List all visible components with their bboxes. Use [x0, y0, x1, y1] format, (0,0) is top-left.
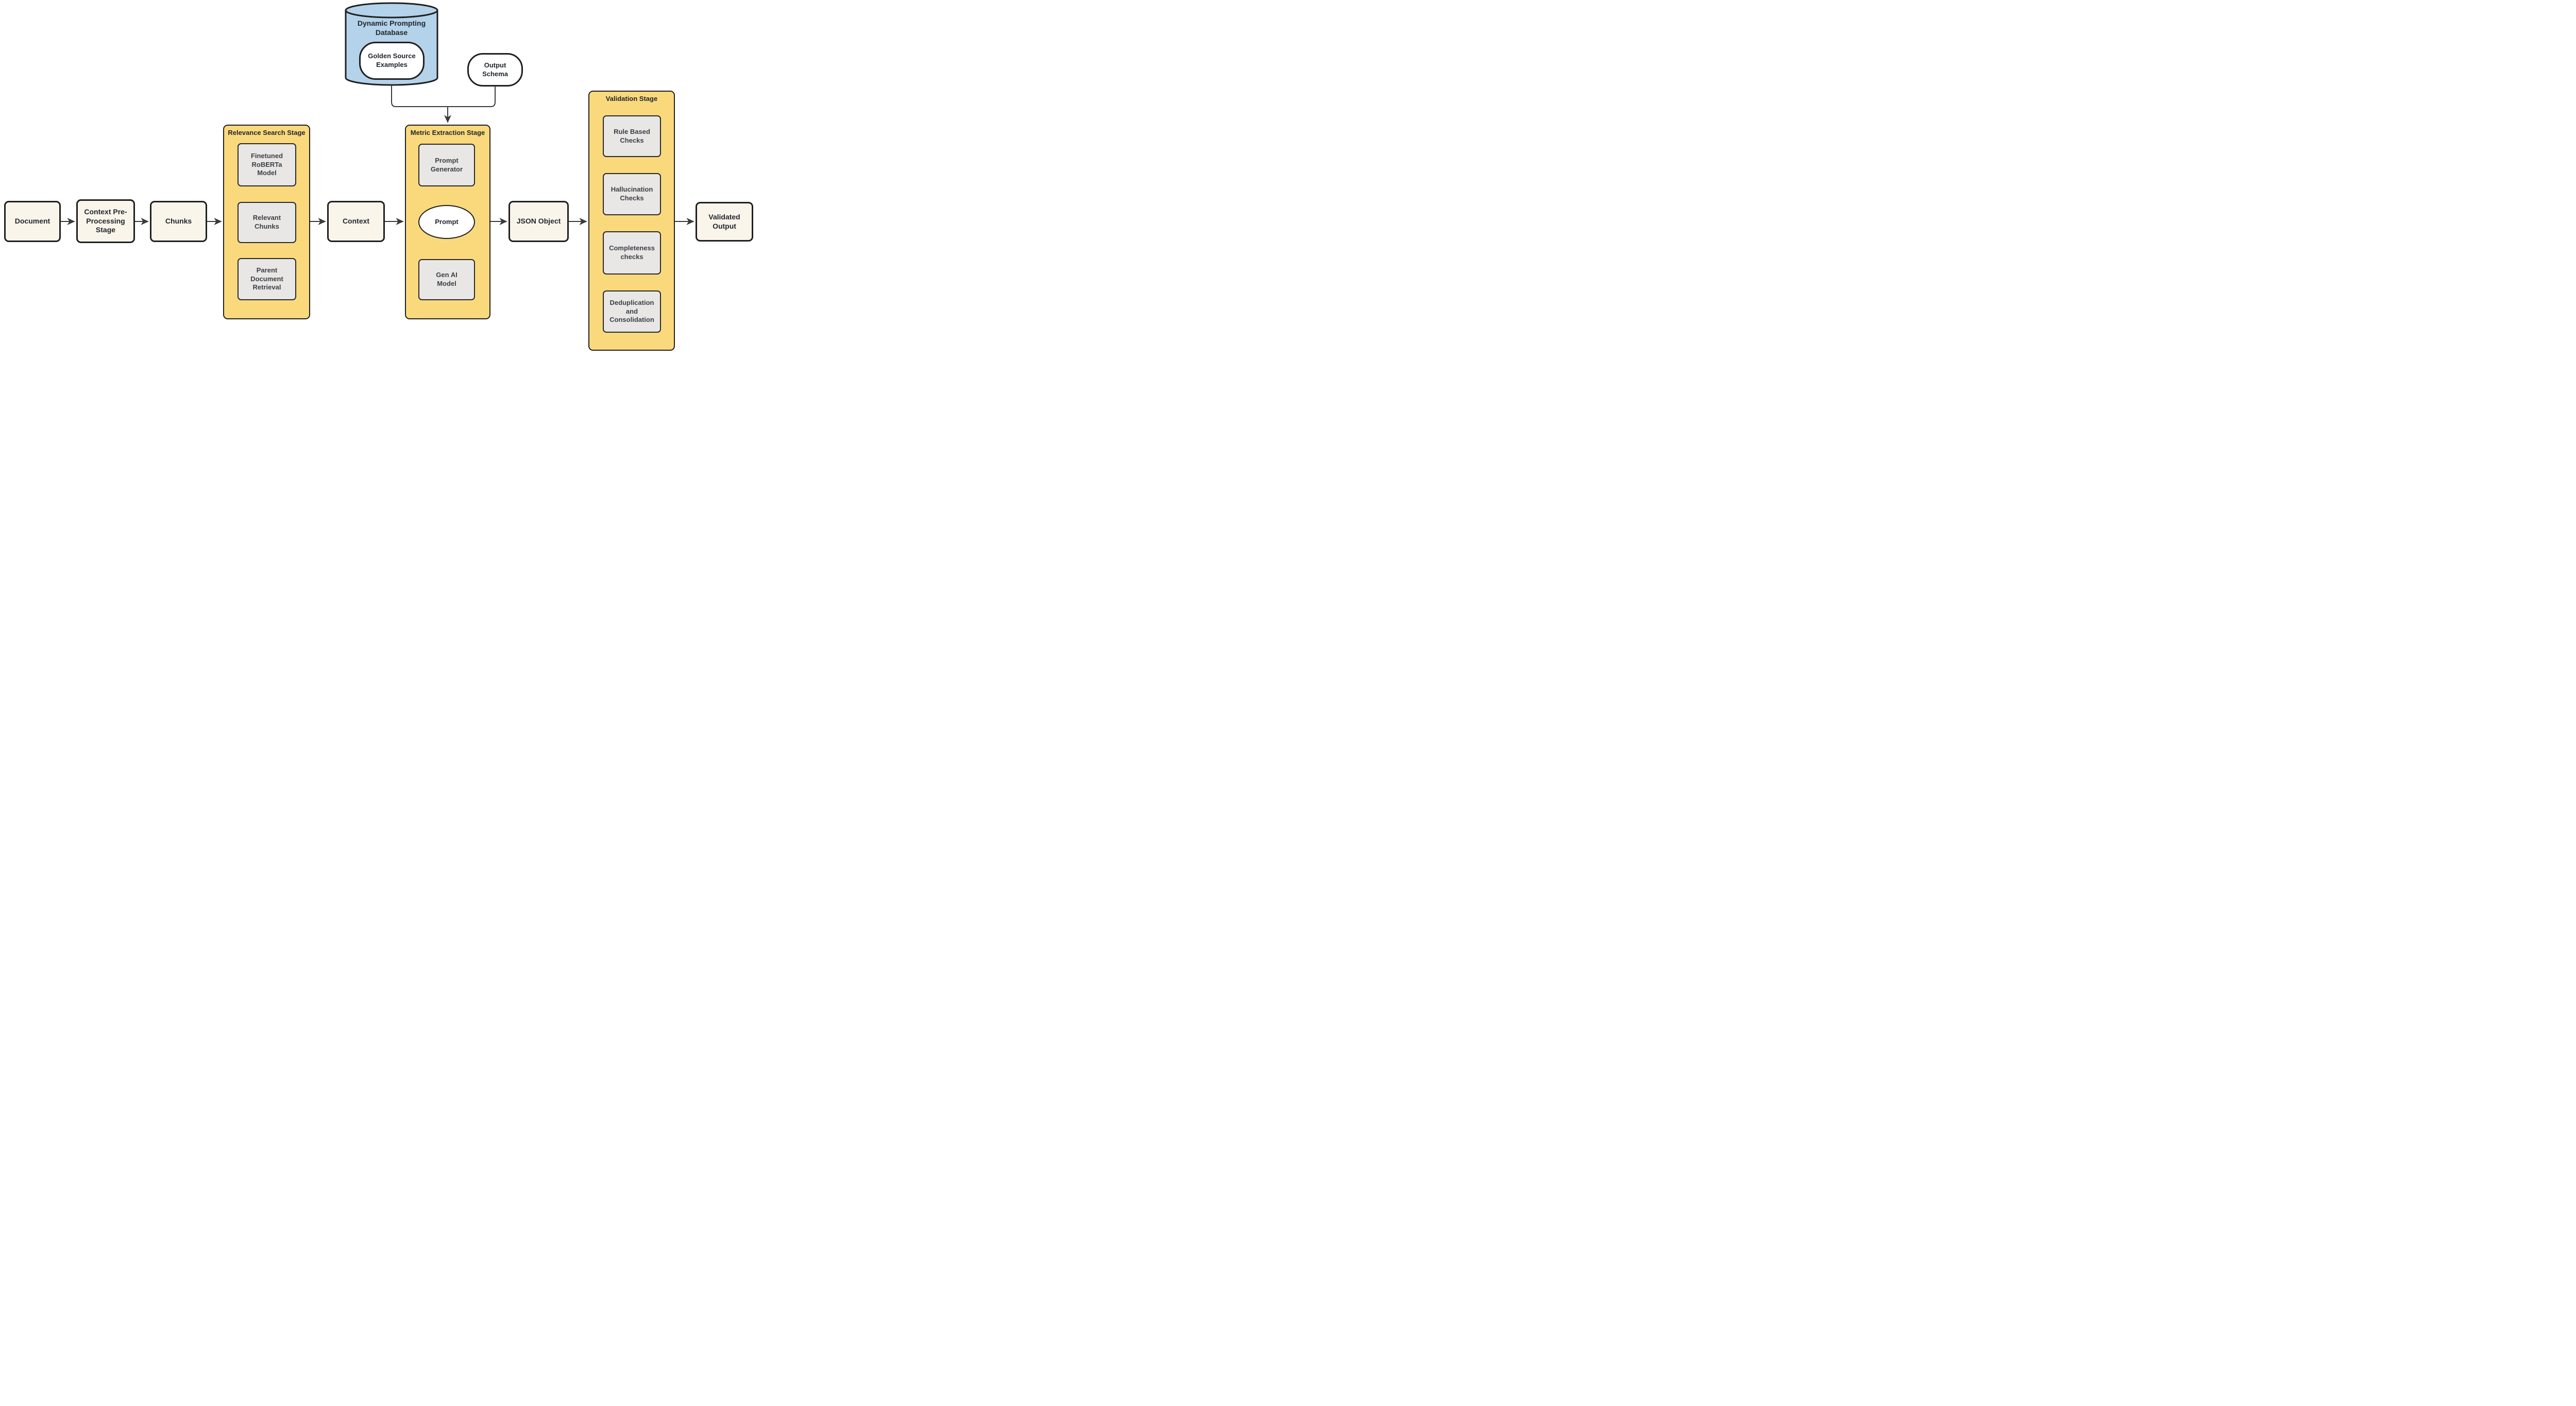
gen-ai-model-step: Gen AI Model — [418, 259, 475, 300]
rule-based-checks-label: Rule Based Checks — [614, 127, 650, 144]
output-schema-node: Output Schema — [467, 53, 523, 87]
pipeline-diagram: Dynamic Prompting Database Golden Source… — [0, 0, 755, 352]
line-database-to-junction — [391, 85, 448, 107]
completeness-checks-label: Completeness checks — [609, 244, 655, 261]
relevance-search-stage-title: Relevance Search Stage — [228, 129, 306, 136]
gen-ai-model-label: Gen AI Model — [436, 271, 457, 287]
output-schema-label: Output Schema — [482, 61, 508, 78]
hallucination-checks-step: Hallucination Checks — [603, 173, 661, 215]
context-node: Context — [327, 201, 385, 242]
json-object-node: JSON Object — [509, 201, 569, 242]
database-cylinder-top — [345, 2, 438, 19]
finetuned-roberta-step: Finetuned RoBERTa Model — [238, 143, 296, 186]
deduplication-consolidation-step: Deduplication and Consolidation — [603, 290, 661, 333]
relevant-chunks-step: Relevant Chunks — [238, 202, 296, 243]
chunks-node: Chunks — [150, 201, 207, 242]
line-schema-to-junction — [447, 87, 496, 107]
metric-extraction-stage-title: Metric Extraction Stage — [410, 129, 485, 136]
hallucination-checks-label: Hallucination Checks — [611, 185, 653, 202]
prompt-node: Prompt — [418, 205, 475, 239]
context-preprocessing-label: Context Pre- Processing Stage — [84, 207, 127, 234]
context-preprocessing-node: Context Pre- Processing Stage — [76, 199, 135, 243]
deduplication-consolidation-label: Deduplication and Consolidation — [609, 299, 654, 324]
prompt-generator-label: Prompt Generator — [430, 156, 463, 173]
document-label: Document — [14, 217, 50, 226]
finetuned-roberta-label: Finetuned RoBERTa Model — [250, 152, 283, 177]
golden-source-examples-label: Golden Source Examples — [368, 52, 416, 68]
prompt-generator-step: Prompt Generator — [418, 144, 475, 186]
golden-source-examples-node: Golden Source Examples — [359, 42, 425, 80]
parent-document-retrieval-label: Parent Document Retrieval — [250, 266, 283, 292]
json-object-label: JSON Object — [516, 217, 561, 226]
validated-output-label: Validated Output — [708, 212, 740, 230]
prompt-label: Prompt — [435, 217, 459, 226]
context-label: Context — [342, 217, 370, 226]
document-node: Document — [4, 201, 61, 242]
database-title: Dynamic Prompting Database — [357, 19, 426, 37]
validation-stage-title: Validation Stage — [605, 95, 658, 102]
relevant-chunks-label: Relevant Chunks — [252, 214, 281, 230]
completeness-checks-step: Completeness checks — [603, 231, 661, 275]
parent-document-retrieval-step: Parent Document Retrieval — [238, 258, 296, 300]
chunks-label: Chunks — [165, 217, 192, 226]
validated-output-node: Validated Output — [696, 202, 753, 242]
rule-based-checks-step: Rule Based Checks — [603, 115, 661, 157]
